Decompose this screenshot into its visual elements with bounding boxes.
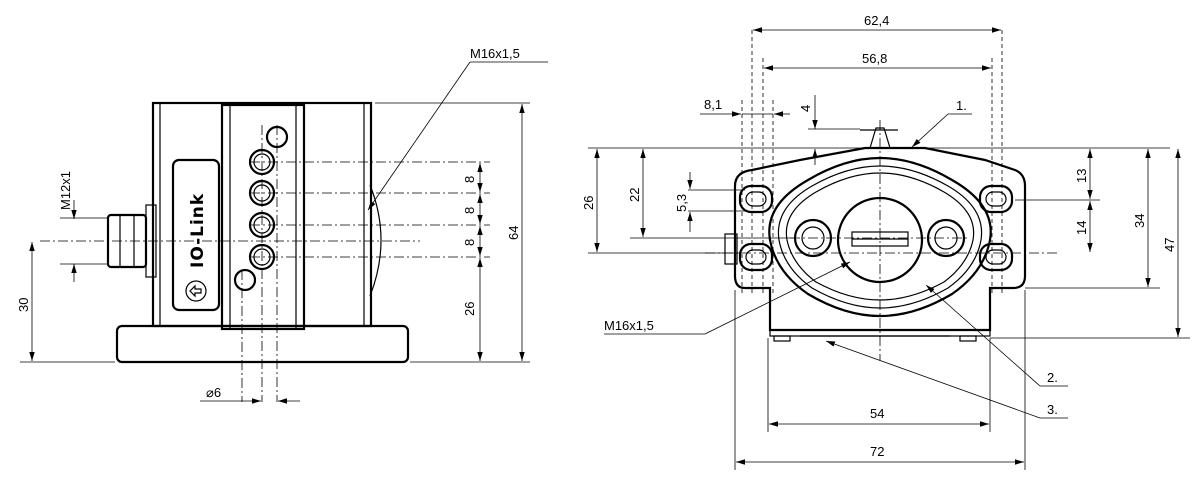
base-flange xyxy=(115,324,410,364)
front-view: 62,4 56,8 8,1 4 26 22 5,3 13 14 34 xyxy=(581,13,1190,470)
callout-1-label: 1. xyxy=(956,98,967,113)
dim-13-label: 13 xyxy=(1074,169,1089,183)
dim-14-label: 14 xyxy=(1074,221,1089,235)
dim-62-4-label: 62,4 xyxy=(864,13,889,28)
slot-top-left xyxy=(738,184,774,214)
dim-64-label: 64 xyxy=(506,226,521,240)
dim-pitch-2-label: 8 xyxy=(462,207,477,214)
dim-22-label: 22 xyxy=(627,188,642,202)
dim-pitch-3-label: 8 xyxy=(462,239,477,246)
side-bulge xyxy=(369,184,382,297)
slot-bottom-right xyxy=(978,242,1014,272)
dim-8-1-label: 8,1 xyxy=(704,97,722,112)
dim-72-label: 72 xyxy=(870,444,884,459)
thread-top-label: M16x1,5 xyxy=(470,46,520,61)
center-recess xyxy=(220,103,306,331)
dim-56-8-label: 56,8 xyxy=(862,51,887,66)
port-right xyxy=(926,218,966,258)
callout-2-label: 2. xyxy=(1047,370,1058,385)
side-view: IO-Link 64 xyxy=(16,46,548,404)
dim-5-3-label: 5,3 xyxy=(674,194,689,212)
hole-diameter-label: ⌀6 xyxy=(206,385,221,400)
callout-3-label: 3. xyxy=(1047,402,1058,417)
thread-front-label: M16x1,5 xyxy=(604,318,654,333)
dim-47-label: 47 xyxy=(1162,238,1177,252)
io-link-symbol xyxy=(185,280,207,302)
dim-54-label: 54 xyxy=(870,406,884,421)
dim-26-label: 26 xyxy=(462,302,477,316)
dim-30-label: 30 xyxy=(16,298,31,312)
io-link-logo: IO-Link xyxy=(188,193,208,268)
slot-bottom-left xyxy=(738,242,774,272)
dim-pitch-1-label: 8 xyxy=(462,176,477,183)
seal-outer xyxy=(768,156,992,318)
io-link-panel xyxy=(171,158,221,312)
dim-34-label: 34 xyxy=(1132,214,1147,228)
front-housing-outline xyxy=(733,146,1027,332)
slot-top-right xyxy=(978,184,1014,214)
dim-26-front-label: 26 xyxy=(581,196,596,210)
hole-small-bottom xyxy=(233,268,257,292)
connector-label: M12x1 xyxy=(58,171,73,210)
dim-4-label: 4 xyxy=(798,105,813,112)
